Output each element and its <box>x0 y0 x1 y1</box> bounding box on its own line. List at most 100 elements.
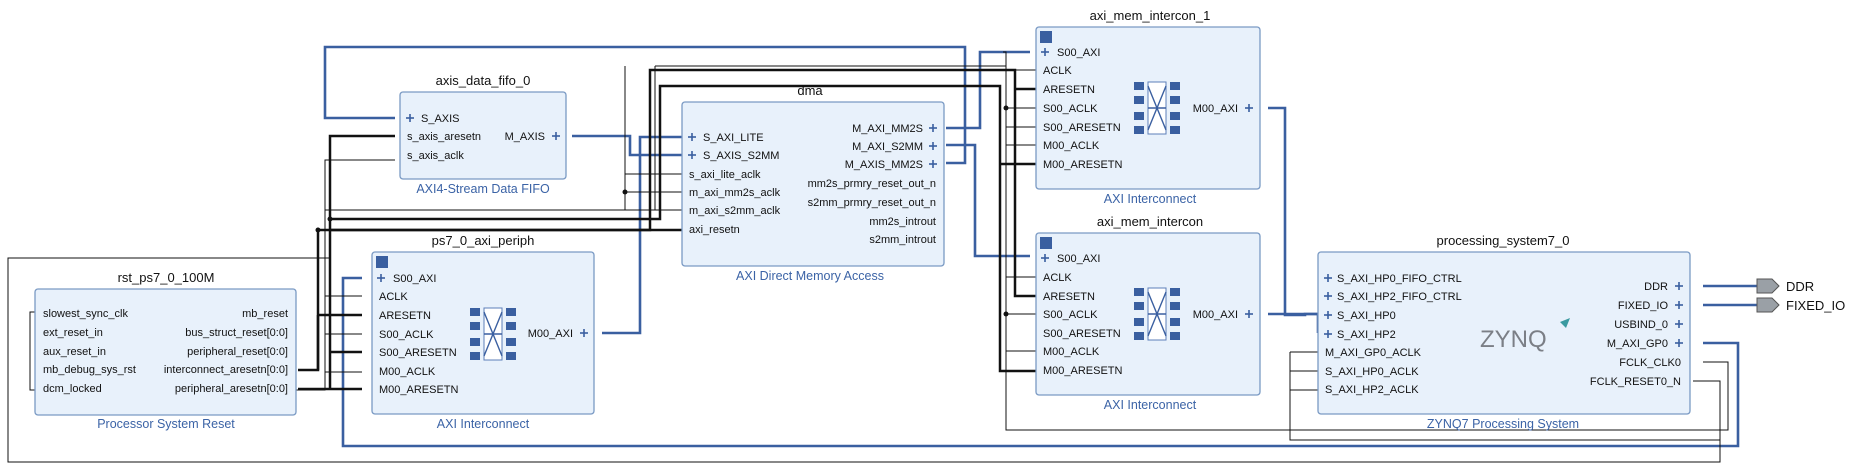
port-label: M00_AXI <box>528 328 573 340</box>
expand-plus-icon[interactable] <box>1675 339 1683 347</box>
expand-plus-icon[interactable] <box>929 124 937 132</box>
net-fclk-clk0 <box>1003 51 1729 441</box>
port-label: s_axis_aclk <box>407 150 464 162</box>
block-title: axi_mem_intercon_1 <box>1090 8 1211 23</box>
expand-plus-icon[interactable] <box>688 133 696 141</box>
port-label: ARESETN <box>1043 84 1095 96</box>
port-label: peripheral_aresetn[0:0] <box>175 383 288 395</box>
port-label: mm2s_prmry_reset_out_n <box>808 178 936 190</box>
expand-plus-icon[interactable] <box>1324 292 1332 300</box>
expand-plus-icon[interactable] <box>1040 237 1052 249</box>
bus-mem0-to-hp2 <box>1268 312 1320 333</box>
bus-mem1-to-hp0 <box>1268 106 1318 317</box>
port-label: S00_ARESETN <box>379 347 457 359</box>
expand-plus-icon[interactable] <box>929 160 937 168</box>
block-subtitle: AXI Interconnect <box>1104 398 1197 412</box>
port-label: s2mm_introut <box>869 234 936 246</box>
port-label: peripheral_reset[0:0] <box>187 346 288 358</box>
block-subtitle: AXI Interconnect <box>1104 192 1197 206</box>
bus-fifo-to-dma <box>572 134 682 157</box>
port-label: DDR <box>1644 281 1668 293</box>
expand-plus-icon[interactable] <box>406 114 414 122</box>
port-label: slowest_sync_clk <box>43 308 128 320</box>
expand-plus-icon[interactable] <box>1675 301 1683 309</box>
expand-plus-icon[interactable] <box>1324 311 1332 319</box>
port-label: dcm_locked <box>43 383 102 395</box>
block-ps7-axi-periph[interactable]: ps7_0_axi_periph AXI Interconnect S00_AX… <box>371 233 595 431</box>
interconnect-crossbar-icon <box>1134 287 1180 341</box>
expand-plus-icon[interactable] <box>1041 254 1049 262</box>
port-label: FCLK_CLK0 <box>1619 357 1681 369</box>
port-label: M00_ARESETN <box>1043 365 1123 377</box>
block-axis-data-fifo[interactable]: axis_data_fifo_0 AXI4-Stream Data FIFO S… <box>399 73 567 196</box>
port-label: M00_ACLK <box>379 366 436 378</box>
expand-plus-icon[interactable] <box>377 274 385 282</box>
expand-plus-icon[interactable] <box>1041 48 1049 56</box>
expand-plus-icon[interactable] <box>1675 282 1683 290</box>
port-label: S_AXI_LITE <box>703 132 764 144</box>
port-label: interconnect_aresetn[0:0] <box>164 364 288 376</box>
net-peripheral-aresetn <box>298 84 1036 391</box>
block-axi-mem-intercon[interactable]: axi_mem_intercon AXI Interconnect S00_AX… <box>1035 214 1261 412</box>
external-port-fixed-io[interactable]: FIXED_IO <box>1756 297 1845 313</box>
block-dma[interactable]: dma AXI Direct Memory Access S_AXI_LITE … <box>681 83 945 283</box>
port-label: aux_reset_in <box>43 346 106 358</box>
port-label: m_axi_mm2s_aclk <box>689 187 781 199</box>
block-title: dma <box>797 83 823 98</box>
expand-plus-icon[interactable] <box>1040 31 1052 43</box>
port-label: S00_AXI <box>1057 47 1100 59</box>
port-label: S_AXI_HP0_ACLK <box>1325 366 1419 378</box>
expand-plus-icon[interactable] <box>1245 104 1253 112</box>
port-label: mb_reset <box>242 308 288 320</box>
expand-plus-icon[interactable] <box>929 142 937 150</box>
port-label: S00_ACLK <box>1043 309 1098 321</box>
expand-plus-icon[interactable] <box>688 151 696 159</box>
port-label: s2mm_prmry_reset_out_n <box>808 197 936 209</box>
expand-plus-icon[interactable] <box>1675 320 1683 328</box>
port-label: M_AXI_MM2S <box>852 123 923 135</box>
port-label: M00_ARESETN <box>379 384 459 396</box>
block-axi-mem-intercon-1[interactable]: axi_mem_intercon_1 AXI Interconnect S00_… <box>1035 8 1261 206</box>
external-port-arrow-icon <box>1756 278 1780 294</box>
external-port-label: FIXED_IO <box>1786 298 1845 313</box>
expand-plus-icon[interactable] <box>1324 330 1332 338</box>
port-label: M_AXIS <box>505 131 545 143</box>
block-rst-ps7[interactable]: rst_ps7_0_100M Processor System Reset sl… <box>34 270 297 431</box>
block-subtitle: AXI Direct Memory Access <box>736 269 884 283</box>
port-label: M_AXI_S2MM <box>852 141 923 153</box>
block-title: axi_mem_intercon <box>1097 214 1203 229</box>
bus-dma-s2mm-to-mem0 <box>946 143 1030 258</box>
svg-text:ZYNQ: ZYNQ <box>1480 326 1547 353</box>
expand-plus-icon[interactable] <box>580 329 588 337</box>
port-label: ACLK <box>379 291 408 303</box>
expand-plus-icon[interactable] <box>376 256 388 268</box>
external-port-arrow-icon <box>1756 297 1780 313</box>
block-title: axis_data_fifo_0 <box>436 73 531 88</box>
port-label: S00_AXI <box>1057 253 1100 265</box>
port-label: M_AXIS_MM2S <box>845 159 923 171</box>
expand-plus-icon[interactable] <box>1324 274 1332 282</box>
port-label: S_AXI_HP0_FIFO_CTRL <box>1337 273 1462 285</box>
block-processing-system7[interactable]: processing_system7_0 ZYNQ7 Processing Sy… <box>1317 233 1691 431</box>
port-label: m_axi_s2mm_aclk <box>689 205 781 217</box>
wires <box>7 45 1757 470</box>
block-subtitle: ZYNQ7 Processing System <box>1427 417 1579 431</box>
expand-plus-icon[interactable] <box>1245 310 1253 318</box>
zynq-logo: ZYNQ <box>1480 318 1570 353</box>
port-label: M_AXI_GP0_ACLK <box>1325 347 1422 359</box>
expand-plus-icon[interactable] <box>552 132 560 140</box>
external-port-ddr[interactable]: DDR <box>1756 278 1814 294</box>
block-title: processing_system7_0 <box>1437 233 1570 248</box>
port-label: S_AXI_HP0 <box>1337 310 1396 322</box>
port-label: S_AXI_HP2_FIFO_CTRL <box>1337 291 1462 303</box>
port-label: ext_reset_in <box>43 327 103 339</box>
block-subtitle: AXI4-Stream Data FIFO <box>416 182 550 196</box>
port-label: mb_debug_sys_rst <box>43 364 136 376</box>
port-label: S00_ACLK <box>379 329 434 341</box>
port-label: S00_ACLK <box>1043 103 1098 115</box>
bus-dma-axis-to-fifo <box>323 45 967 165</box>
port-label: FIXED_IO <box>1618 300 1669 312</box>
bus-periph-to-dma-lite <box>602 135 682 335</box>
port-label: ARESETN <box>379 310 431 322</box>
